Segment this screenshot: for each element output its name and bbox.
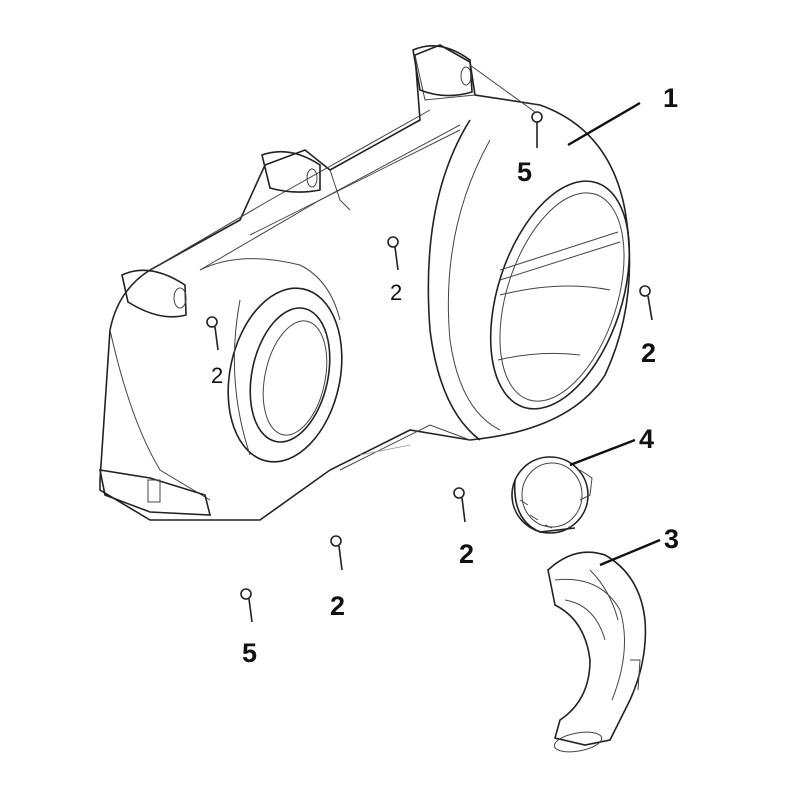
leader-4 [569,438,636,467]
part-3-air-duct [547,551,647,753]
callout-5-bottom-left: 5 [242,638,257,668]
screw-2-center [387,236,399,271]
callout-2-bottom-center: 2 [330,591,345,621]
callout-3: 3 [664,524,679,554]
callout-1: 1 [663,83,678,113]
screw-2-bottom-right [453,487,466,523]
callout-2-bottom-right: 2 [459,539,474,569]
callout-2-center: 2 [390,280,402,305]
screw-2-bottom-center [330,535,343,571]
screw-2-right [639,285,653,321]
leader-3 [599,538,661,567]
part-1-cover [98,44,631,521]
screw-5-top [531,111,543,148]
callout-2-left: 2 [211,363,223,388]
screw-2-left [206,316,219,351]
callout-5-top: 5 [517,157,532,187]
leader-1 [567,101,641,147]
callout-4: 4 [639,424,654,454]
screw-5-bottom-left [240,588,253,623]
part-4-clamp-ring [511,456,593,534]
leader-5-top [469,64,536,113]
callout-2-right: 2 [641,338,656,368]
